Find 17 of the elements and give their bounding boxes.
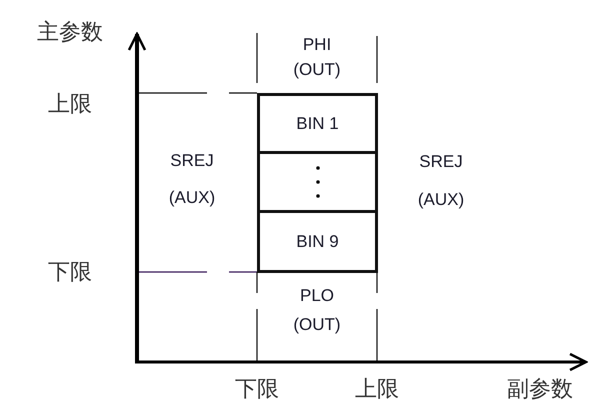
zone-label: SREJ xyxy=(419,152,463,172)
zone-label: SREJ xyxy=(170,151,214,171)
zone-label: PLO xyxy=(300,286,334,306)
bin-box: BIN 1 xyxy=(257,93,378,154)
zone-label: (OUT) xyxy=(293,315,341,335)
limit-label: 上限 xyxy=(48,91,92,119)
ellipsis-box xyxy=(257,151,378,213)
limit-label: 下限 xyxy=(48,259,92,287)
zone-label: (AUX) xyxy=(168,188,216,208)
axis-title: 主参数 xyxy=(37,19,103,47)
zone-label: (AUX) xyxy=(418,190,464,210)
axis-title: 副参数 xyxy=(507,376,573,404)
bin-box: BIN 9 xyxy=(257,210,378,273)
limit-label: 上限 xyxy=(355,376,399,404)
zone-label: (OUT) xyxy=(293,60,341,80)
limit-label: 下限 xyxy=(235,376,279,404)
zone-label: PHI xyxy=(302,35,332,55)
